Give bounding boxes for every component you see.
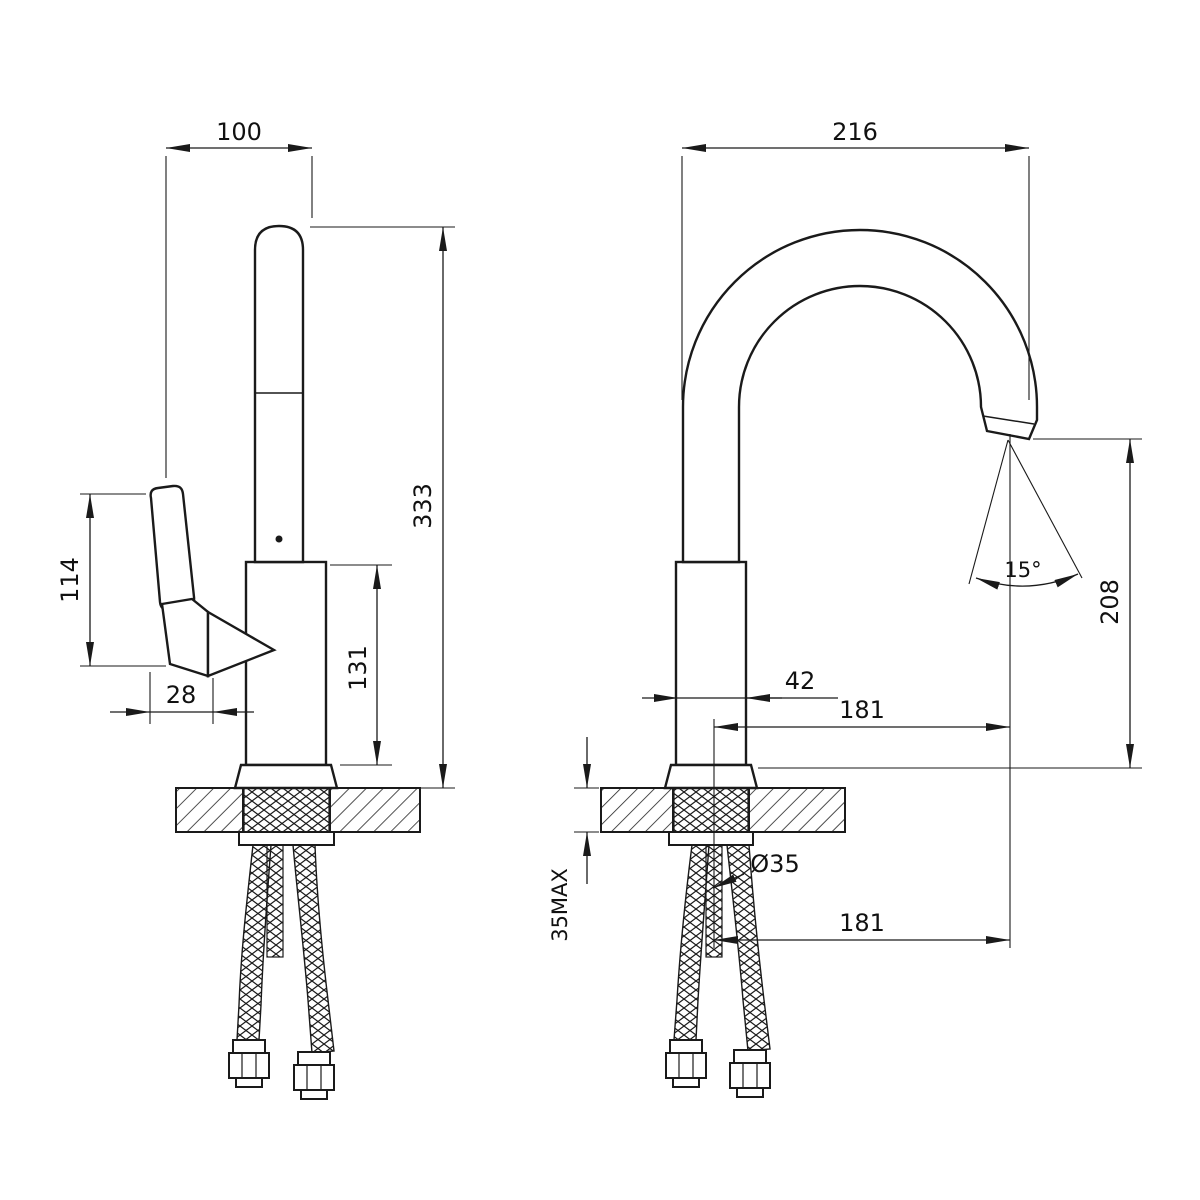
left-view: 100 333 114 28 131 <box>56 118 455 1100</box>
counter-slab-right <box>748 787 846 833</box>
hose-nut-right <box>729 1049 771 1098</box>
right-dimensions: 216 15° 208 42 181 Ø35 <box>548 118 1142 948</box>
left-undercounter <box>228 831 335 1100</box>
hose-nut-left <box>665 1039 707 1088</box>
dim-spout-angle: 15° <box>1004 558 1041 582</box>
dim-left-height: 333 <box>409 483 437 529</box>
supply-hose-left <box>236 844 272 1041</box>
faucet-body <box>244 560 328 767</box>
mounting-washer <box>668 831 754 846</box>
dim-handle-height: 114 <box>56 557 84 603</box>
handle-neck <box>160 597 210 678</box>
supply-hose-right <box>292 844 335 1054</box>
supply-hose-left <box>673 844 710 1041</box>
dim-reach-upper: 181 <box>839 696 885 724</box>
spout-column <box>253 224 305 564</box>
right-faucet <box>663 228 1039 790</box>
dim-reach-lower: 181 <box>839 909 885 937</box>
faucet-base <box>233 763 339 790</box>
hose-nut-left <box>228 1039 270 1088</box>
dim-hole-diameter: Ø35 <box>750 850 799 878</box>
set-screw <box>275 535 283 543</box>
right-view: 216 15° 208 42 181 Ø35 <box>548 118 1142 1098</box>
dim-body-height: 131 <box>344 645 372 691</box>
hose-nut-right <box>293 1051 335 1100</box>
left-countertop <box>175 787 421 833</box>
gooseneck-spout <box>681 228 1039 564</box>
faucet-body <box>674 560 748 767</box>
dim-outlet-height: 208 <box>1096 579 1124 625</box>
mounting-washer <box>238 831 335 846</box>
counter-slab-left <box>600 787 674 833</box>
dim-max-thickness: 35MAX <box>548 868 572 942</box>
nozzle-seam <box>982 415 1035 425</box>
shank-through-counter <box>243 787 330 833</box>
left-faucet <box>149 224 339 790</box>
handle-cone <box>206 609 277 678</box>
dim-handle-offset: 28 <box>166 681 197 709</box>
counter-slab-right <box>329 787 421 833</box>
left-dimensions: 100 333 114 28 131 <box>56 118 455 789</box>
handle-lever <box>149 484 196 612</box>
right-undercounter <box>665 831 771 1098</box>
right-countertop <box>600 787 846 833</box>
dim-left-width: 100 <box>216 118 262 146</box>
dim-right-width: 216 <box>832 118 878 146</box>
faucet-base <box>663 763 759 790</box>
dim-body-width: 42 <box>785 667 816 695</box>
counter-slab-left <box>175 787 244 833</box>
shank-through-counter <box>673 787 749 833</box>
supply-hose-right <box>726 844 771 1052</box>
